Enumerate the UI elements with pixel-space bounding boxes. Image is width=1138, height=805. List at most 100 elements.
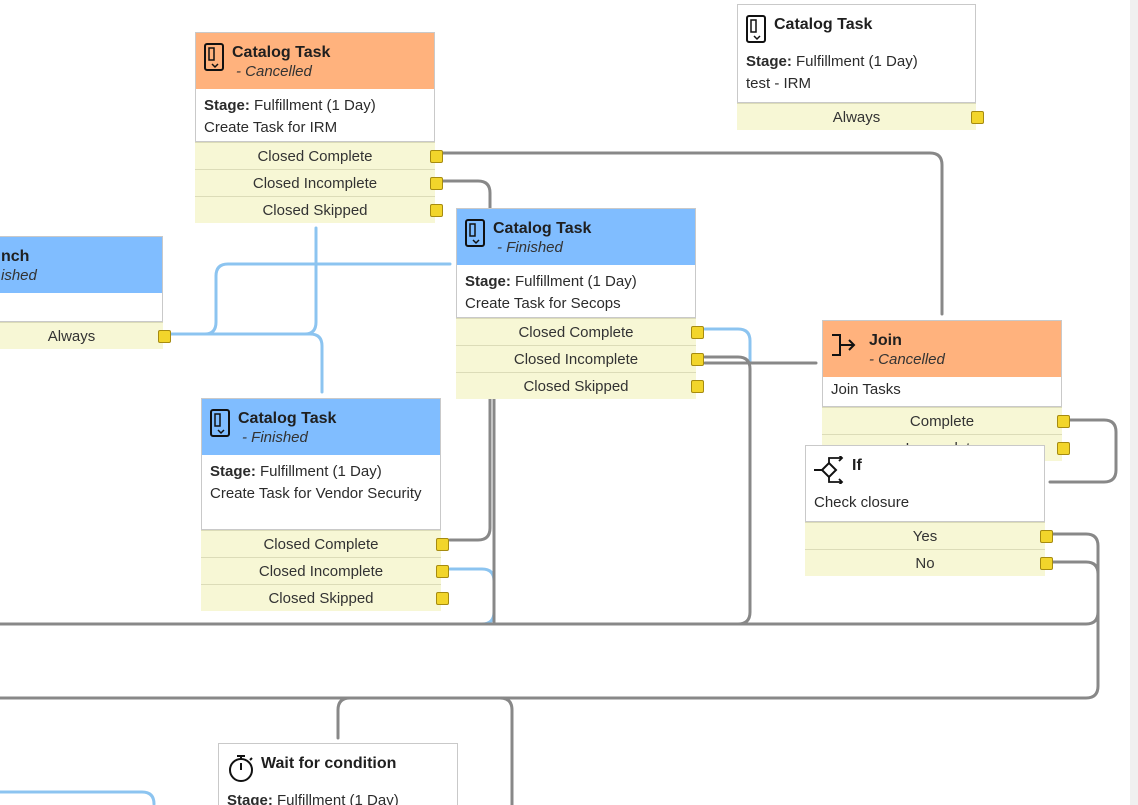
node-body: Stage: Fulfillment (1 Day) [219,788,457,805]
output-closed-incomplete[interactable]: Closed Incomplete [456,345,704,372]
node-title: Join [869,332,902,349]
wire-if-no-to-wait [336,560,1100,740]
node-if[interactable]: If Check closure Yes No [805,445,1053,576]
stage-label: Stage: [204,97,250,114]
output-label: Closed Skipped [268,590,374,607]
node-title: nch [1,248,30,265]
output-label: Closed Complete [518,324,634,341]
node-outputs: Closed Complete Closed Incomplete Closed… [456,318,704,399]
node-header: Catalog Task - Finished [202,399,440,455]
if-icon [814,456,844,484]
node-header: nch ished [0,237,162,293]
output-closed-skipped[interactable]: Closed Skipped [456,372,704,399]
wire-always-to-vendor [168,332,324,394]
output-port[interactable] [1040,530,1053,543]
output-port[interactable] [1057,415,1070,428]
output-complete[interactable]: Complete [822,407,1070,434]
node-title: Catalog Task [232,44,331,61]
node-outputs: Always [737,103,984,130]
output-port[interactable] [971,111,984,124]
stage-value: Fulfillment (1 Day) [277,792,399,805]
node-header: Catalog Task - Cancelled [196,33,434,89]
output-port[interactable] [436,592,449,605]
node-join[interactable]: Join - Cancelled Join Tasks Complete Inc… [822,320,1070,461]
output-yes[interactable]: Yes [805,522,1053,549]
join-icon [832,334,856,356]
node-wait-for-condition[interactable]: Wait for condition Stage: Fulfillment (1… [218,743,458,805]
node-outputs: Always [0,322,171,349]
node-header: Catalog Task - Finished [457,209,695,265]
node-body: Stage: Fulfillment (1 Day) Create Task f… [457,265,695,323]
node-description: Create Task for Vendor Security [210,485,422,502]
node-state: - Cancelled [869,351,945,368]
output-port[interactable] [691,380,704,393]
output-always[interactable]: Always [737,103,984,130]
output-label: Complete [909,413,975,430]
output-port[interactable] [430,150,443,163]
catalog-task-icon [746,15,766,43]
output-closed-skipped[interactable]: Closed Skipped [195,196,443,223]
output-port[interactable] [691,353,704,366]
output-port[interactable] [430,177,443,190]
output-closed-complete[interactable]: Closed Complete [201,530,449,557]
node-state: - Finished [497,239,563,256]
node-header: If [806,446,1044,490]
node-state: ished [1,267,37,284]
node-header: Wait for condition [219,744,457,788]
node-outputs: Closed Complete Closed Incomplete Closed… [201,530,449,611]
timer-icon [229,755,253,782]
output-closed-complete[interactable]: Closed Complete [195,142,443,169]
node-description: Join Tasks [831,381,901,398]
node-outputs: Closed Complete Closed Incomplete Closed… [195,142,443,223]
node-description: Check closure [814,494,910,511]
node-catalog-task-vendor[interactable]: Catalog Task - Finished Stage: Fulfillme… [201,398,449,611]
stage-value: Fulfillment (1 Day) [260,463,382,480]
output-label: Closed Skipped [262,202,368,219]
node-catalog-task-secops[interactable]: Catalog Task - Finished Stage: Fulfillme… [456,208,704,399]
node-outputs: Yes No [805,522,1053,576]
node-body: Stage: Fulfillment (1 Day) Create Task f… [196,89,434,147]
output-port[interactable] [1057,442,1070,455]
stage-label: Stage: [227,792,273,805]
output-closed-skipped[interactable]: Closed Skipped [201,584,449,611]
node-title: Wait for condition [261,755,397,772]
output-closed-incomplete[interactable]: Closed Incomplete [201,557,449,584]
node-description: Create Task for Secops [465,295,621,312]
stage-label: Stage: [746,53,792,70]
output-port[interactable] [158,330,171,343]
output-no[interactable]: No [805,549,1053,576]
output-port[interactable] [430,204,443,217]
node-catalog-task-irm[interactable]: Catalog Task - Cancelled Stage: Fulfillm… [195,32,443,223]
node-title: Catalog Task [493,220,592,237]
output-port[interactable] [1040,557,1053,570]
output-closed-complete[interactable]: Closed Complete [456,318,704,345]
output-label: No [915,555,935,572]
node-header: Catalog Task [738,5,975,49]
output-label: Yes [912,528,938,545]
output-closed-incomplete[interactable]: Closed Incomplete [195,169,443,196]
node-header: Join - Cancelled [823,321,1061,377]
output-label: Closed Incomplete [252,175,378,192]
node-state: - Finished [242,429,308,446]
node-catalog-task-test-irm[interactable]: Catalog Task Stage: Fulfillment (1 Day) … [737,4,984,130]
catalog-task-icon [465,219,485,247]
output-port[interactable] [436,565,449,578]
node-title: Catalog Task [238,410,337,427]
stage-value: Fulfillment (1 Day) [796,53,918,70]
output-label: Always [832,109,881,126]
node-body: Join Tasks [823,377,1061,409]
vertical-scrollbar[interactable] [1130,0,1138,805]
output-port[interactable] [691,326,704,339]
output-port[interactable] [436,538,449,551]
output-label: Closed Complete [263,536,379,553]
stage-value: Fulfillment (1 Day) [254,97,376,114]
node-body: Stage: Fulfillment (1 Day) Create Task f… [202,455,440,513]
node-branch[interactable]: nch ished Always [0,236,171,349]
output-always[interactable]: Always [0,322,171,349]
stage-label: Stage: [210,463,256,480]
wire-always-to-irm [168,226,318,336]
wire-secops-complete [703,327,752,364]
catalog-task-icon [210,409,230,437]
output-label: Closed Complete [257,148,373,165]
